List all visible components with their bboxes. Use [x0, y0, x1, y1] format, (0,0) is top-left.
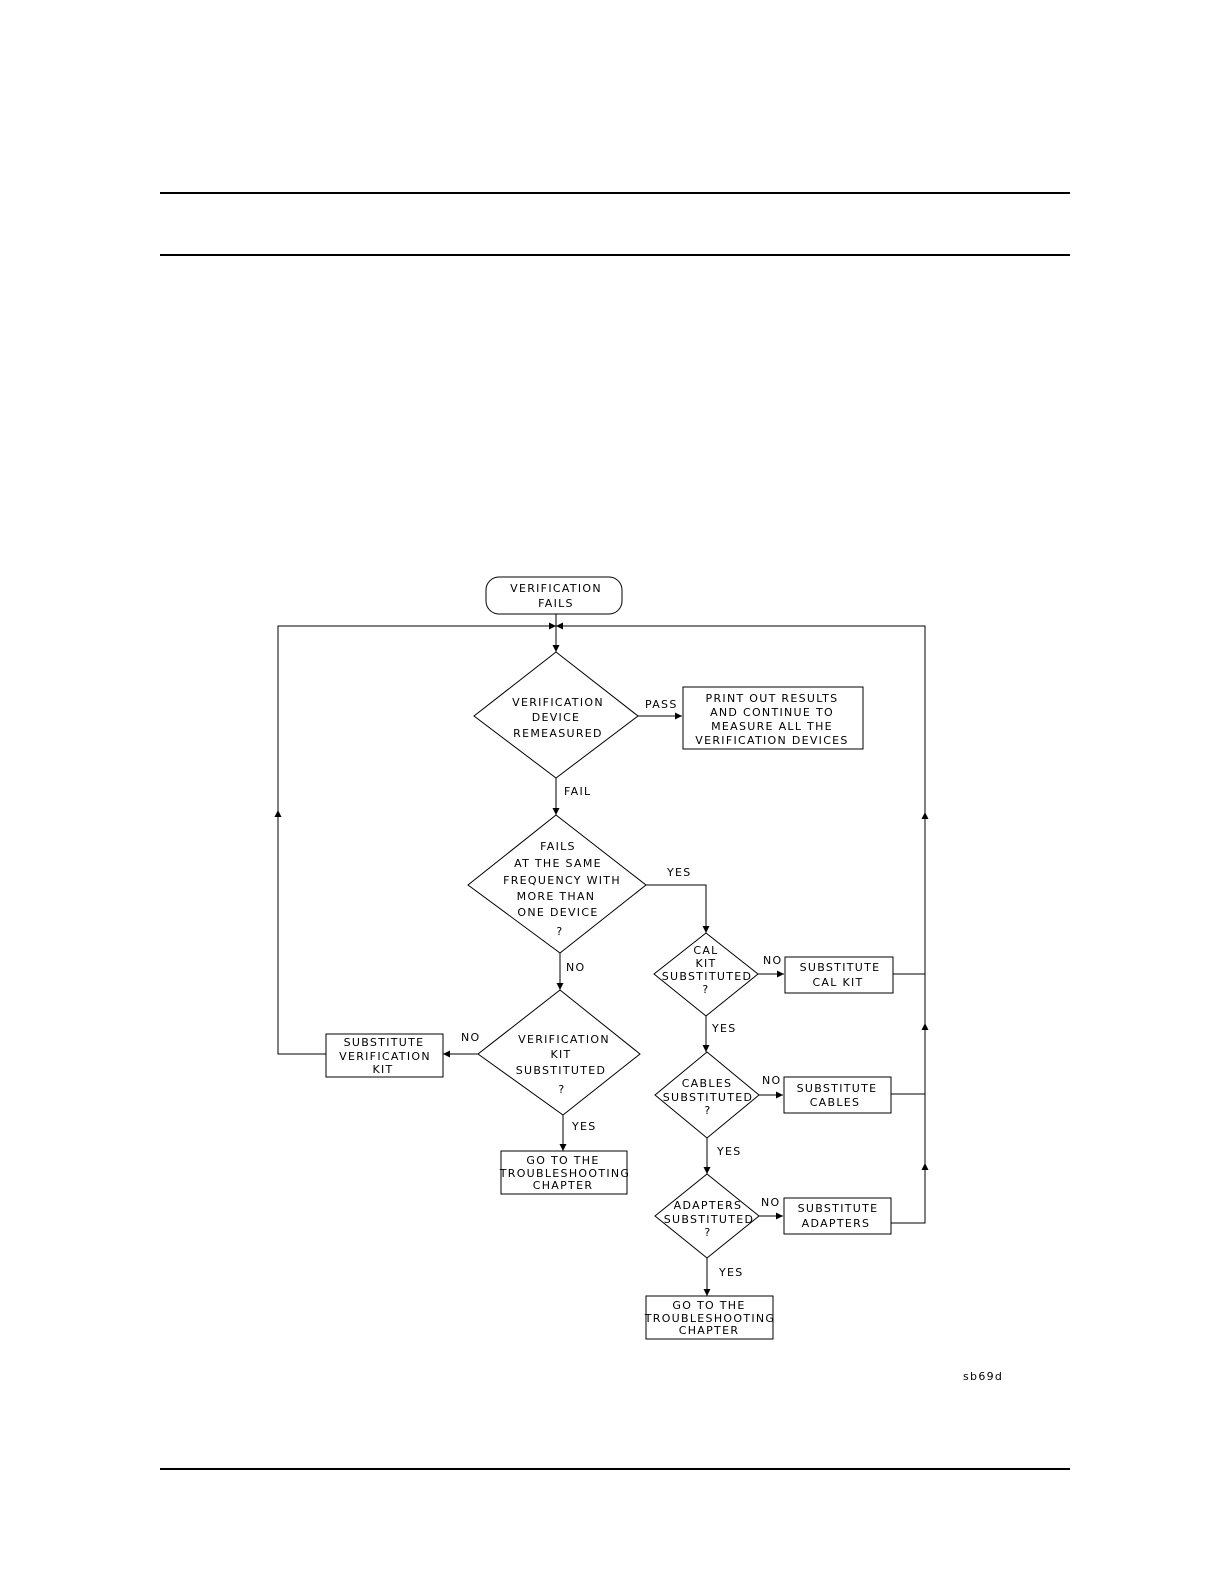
edge-return-left-segment-2	[277, 622, 556, 810]
svg-text:ADAPTERS: ADAPTERS	[802, 1217, 871, 1230]
svg-text:CAL: CAL	[693, 944, 718, 957]
node-print-results: PRINT OUT RESULTS AND CONTINUE TO MEASUR…	[682, 686, 864, 750]
node-substitute-cables: SUBSTITUTE CABLES	[783, 1076, 892, 1114]
svg-text:SUBSTITUTED: SUBSTITUTED	[516, 1064, 607, 1077]
label-no-cables: NO	[762, 1074, 782, 1087]
connectors	[274, 614, 929, 1296]
edge-yes-to-calkit	[646, 884, 710, 933]
svg-text:TROUBLESHOOTING: TROUBLESHOOTING	[499, 1167, 630, 1180]
svg-text:MORE THAN: MORE THAN	[517, 890, 596, 903]
footer-rule	[160, 1468, 1070, 1470]
svg-text:VERIFICATION: VERIFICATION	[510, 582, 602, 595]
svg-text:CABLES: CABLES	[810, 1096, 861, 1109]
label-fail: FAIL	[564, 785, 591, 798]
svg-text:DEVICE: DEVICE	[532, 711, 581, 724]
svg-text:FREQUENCY WITH: FREQUENCY WITH	[503, 874, 621, 887]
svg-text:CAL KIT: CAL KIT	[812, 976, 863, 989]
decision-verification-kit-substituted: VERIFICATION KIT SUBSTITUTED ?	[477, 989, 641, 1116]
svg-text:TROUBLESHOOTING: TROUBLESHOOTING	[644, 1312, 775, 1325]
svg-text:KIT: KIT	[550, 1048, 571, 1061]
figure-id: sb69d	[963, 1370, 1003, 1383]
label-no-same-freq: NO	[566, 961, 586, 974]
decision-fails-same-frequency: FAILS AT THE SAME FREQUENCY WITH MORE TH…	[467, 814, 647, 954]
svg-text:PRINT OUT RESULTS: PRINT OUT RESULTS	[706, 692, 839, 705]
label-no-adapters: NO	[761, 1196, 781, 1209]
node-verification-fails: VERIFICATION FAILS	[485, 576, 623, 615]
svg-text:KIT: KIT	[695, 957, 716, 970]
svg-text:CHAPTER: CHAPTER	[533, 1179, 594, 1192]
svg-text:?: ?	[558, 1083, 565, 1096]
edge-labels: PASS FAIL YES NO NO YES NO YES NO YES NO…	[461, 698, 783, 1279]
svg-text:SUBSTITUTE: SUBSTITUTE	[800, 961, 881, 974]
svg-text:FAILS: FAILS	[538, 597, 574, 610]
svg-text:SUBSTITUTE: SUBSTITUTE	[344, 1036, 425, 1049]
decision-cal-kit-substituted: CAL KIT SUBSTITUTED ?	[653, 932, 759, 1017]
svg-text:CHAPTER: CHAPTER	[679, 1324, 740, 1337]
svg-text:ADAPTERS: ADAPTERS	[674, 1199, 743, 1212]
svg-text:SUBSTITUTE: SUBSTITUTE	[797, 1082, 878, 1095]
decision-device-remeasured: VERIFICATION DEVICE REMEASURED	[473, 651, 639, 779]
label-yes-same-freq: YES	[666, 866, 692, 879]
node-substitute-adapters: SUBSTITUTE ADAPTERS	[783, 1197, 892, 1235]
svg-text:VERIFICATION DEVICES: VERIFICATION DEVICES	[695, 734, 848, 747]
svg-text:MEASURE ALL THE: MEASURE ALL THE	[711, 720, 833, 733]
edge-sub-adapters-return	[891, 1163, 929, 1224]
decision-cables-substituted: CABLES SUBSTITUTED ?	[654, 1051, 760, 1139]
label-yes-cables: YES	[716, 1145, 742, 1158]
node-substitute-cal-kit: SUBSTITUTE CAL KIT	[784, 956, 894, 994]
label-no-calkit: NO	[763, 954, 783, 967]
node-troubleshooting-right: GO TO THE TROUBLESHOOTING CHAPTER	[644, 1295, 775, 1340]
svg-text:SUBSTITUTED: SUBSTITUTED	[664, 1213, 755, 1226]
label-yes-verif-kit: YES	[571, 1120, 597, 1133]
edge-sub-verif-kit-return	[274, 810, 326, 1055]
svg-text:VERIFICATION: VERIFICATION	[518, 1033, 610, 1046]
svg-text:?: ?	[704, 1226, 711, 1239]
label-no-verif-kit: NO	[461, 1031, 481, 1044]
svg-text:SUBSTITUTED: SUBSTITUTED	[663, 1091, 754, 1104]
svg-text:REMEASURED: REMEASURED	[513, 727, 603, 740]
svg-text:GO TO THE: GO TO THE	[526, 1154, 599, 1167]
svg-text:SUBSTITUTED: SUBSTITUTED	[662, 970, 753, 983]
svg-text:?: ?	[704, 1104, 711, 1117]
svg-text:CABLES: CABLES	[682, 1077, 733, 1090]
svg-text:VERIFICATION: VERIFICATION	[512, 696, 604, 709]
svg-text:ONE DEVICE: ONE DEVICE	[517, 906, 598, 919]
svg-text:?: ?	[556, 925, 563, 938]
svg-text:SUBSTITUTE: SUBSTITUTE	[798, 1202, 879, 1215]
label-yes-adapters: YES	[718, 1266, 744, 1279]
label-yes-calkit: YES	[711, 1022, 737, 1035]
svg-text:AND CONTINUE TO: AND CONTINUE TO	[710, 706, 834, 719]
edge-return-right-segment-4	[556, 622, 926, 812]
node-troubleshooting-left: GO TO THE TROUBLESHOOTING CHAPTER	[499, 1150, 630, 1195]
node-substitute-verification-kit: SUBSTITUTE VERIFICATION KIT	[325, 1033, 444, 1078]
svg-text:KIT: KIT	[372, 1063, 393, 1076]
svg-text:VERIFICATION: VERIFICATION	[339, 1050, 431, 1063]
header-rule-top	[160, 192, 1070, 194]
svg-text:FAILS: FAILS	[540, 840, 576, 853]
decision-adapters-substituted: ADAPTERS SUBSTITUTED ?	[654, 1173, 760, 1259]
header-rule-bottom	[160, 254, 1070, 256]
label-pass: PASS	[645, 698, 678, 711]
svg-text:?: ?	[702, 983, 709, 996]
svg-text:AT THE SAME: AT THE SAME	[514, 857, 602, 870]
svg-text:GO TO THE: GO TO THE	[672, 1299, 745, 1312]
